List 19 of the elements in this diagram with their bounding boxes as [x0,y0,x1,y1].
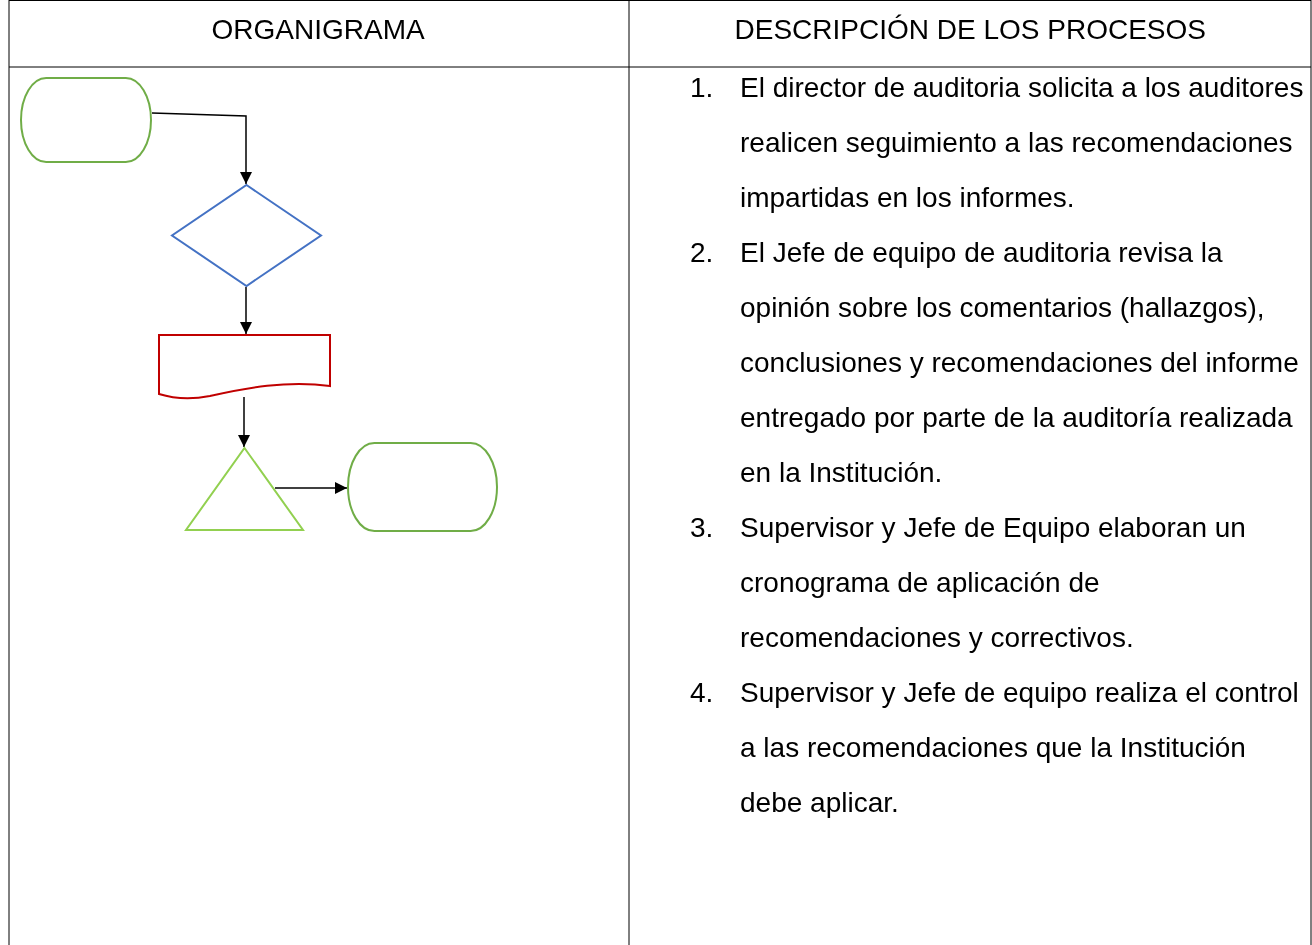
terminal-shape [347,442,498,532]
decision-diamond [171,184,322,287]
list-number: 4. [690,676,714,710]
arrow [240,286,252,335]
document-shape [158,334,331,400]
list-item-text: Supervisor y Jefe de Equipo elaboran un cronograma de aplicación de recomendaciones y correctivos. [740,511,1247,655]
list-item-text: Supervisor y Jefe de equipo realiza el control a las recomendaciones que la Institución debe aplicar. [740,676,1300,820]
arrow [274,482,348,494]
arrow [238,396,250,448]
list-item-text: El Jefe de equipo de auditoria revisa la opinión sobre los comentarios (hallazgos), conclusiones y recomendaciones del informe entregado por parte de la auditoría realizada en la Institución. [740,236,1300,490]
list-number: 3. [690,511,714,545]
arrow [151,112,252,185]
column-header: ORGANIGRAMA [211,13,425,47]
list-number: 1. [690,71,714,105]
list-number: 2. [690,236,714,270]
triangle-symbol [185,447,304,531]
column-header: DESCRIPCIÓN DE LOS PROCESOS [734,13,1206,47]
list-item-text: El director de auditoria solicita a los auditores realicen seguimiento a las recomendaciones impartidas en los informes. [740,71,1305,215]
terminal-shape [20,77,152,163]
